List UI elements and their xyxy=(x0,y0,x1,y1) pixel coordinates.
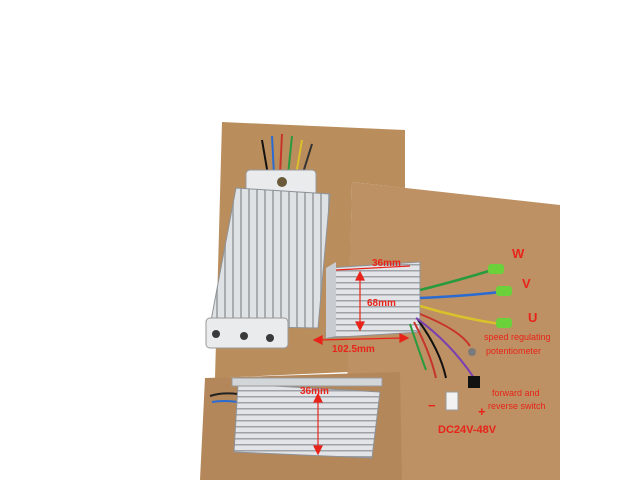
controller-side-view xyxy=(325,261,512,411)
dim-height-label: 36mm xyxy=(372,258,401,269)
controller-top-view xyxy=(205,133,331,349)
phase-u-label: U xyxy=(528,310,538,325)
controller-end-view xyxy=(209,377,383,459)
dim-width-label: 68mm xyxy=(367,298,396,309)
phase-w-label: W xyxy=(512,246,525,261)
plus-terminal-label: + xyxy=(478,404,486,419)
dimension-lines xyxy=(312,265,411,456)
speed-pot-label-line2: potentiometer xyxy=(486,346,542,356)
power-label: DC24V-48V xyxy=(438,424,497,436)
minus-terminal-label: − xyxy=(428,398,436,413)
dim-bottom-height-label: 36mm xyxy=(300,386,329,397)
speed-pot-label-line1: speed regulating xyxy=(484,332,551,342)
switch-label-line1: forward and xyxy=(492,388,540,398)
dim-length-label: 102.5mm xyxy=(332,344,375,355)
switch-label-line2: reverse switch xyxy=(488,401,546,411)
phase-v-label: V xyxy=(522,276,531,291)
